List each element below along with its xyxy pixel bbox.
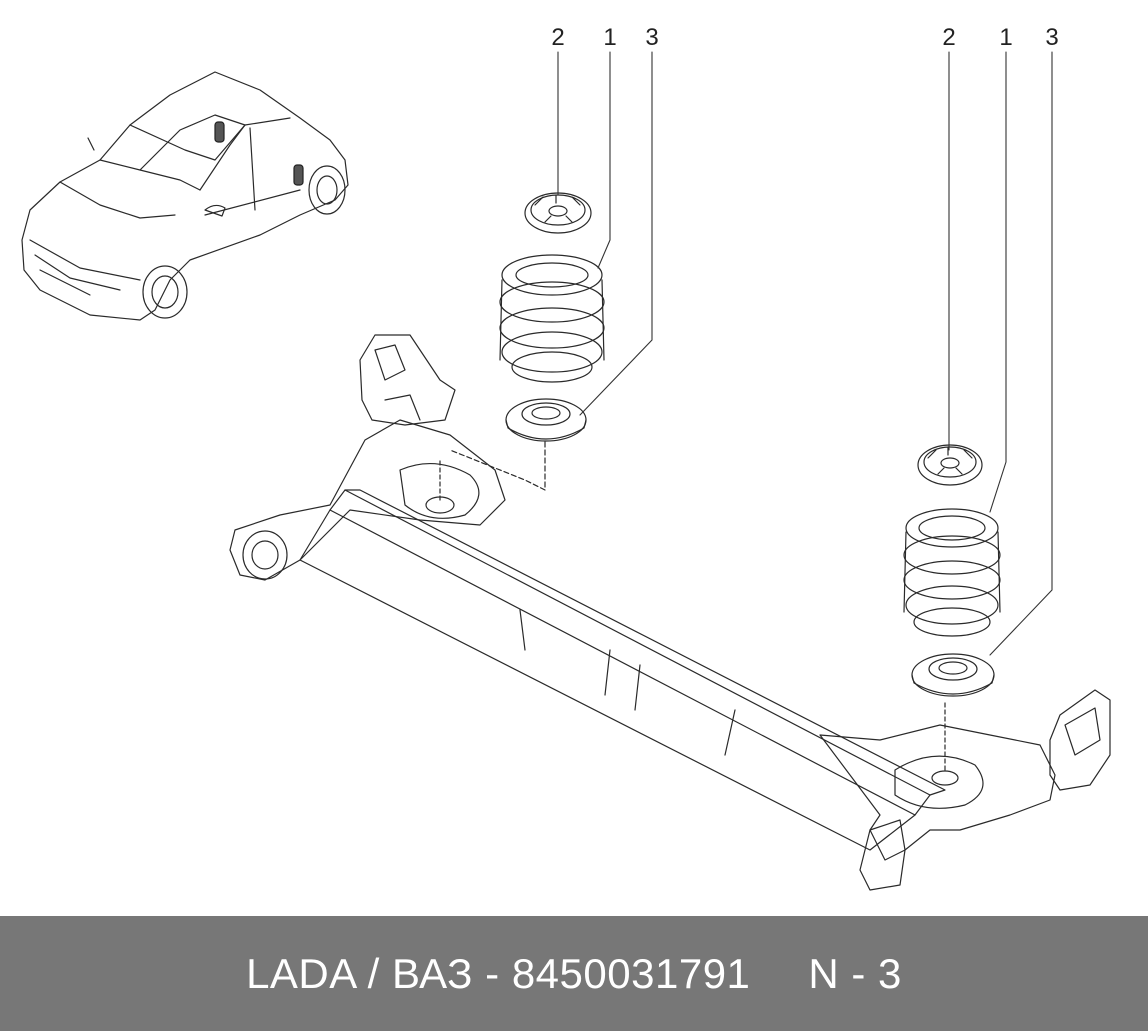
- rear-axle-beam: [229, 334, 1111, 891]
- callout-right-2: 2: [942, 24, 956, 51]
- callout-right-1: 1: [999, 24, 1013, 51]
- part-number-text: LADA / ВАЗ - 8450031791: [246, 949, 751, 997]
- coil-spring-right: [903, 508, 1001, 637]
- upper-insulator-left: [524, 192, 592, 234]
- lower-insulator-right: [911, 653, 995, 697]
- upper-insulator-right: [917, 444, 983, 486]
- callout-right-3: 3: [1045, 24, 1059, 51]
- callout-left-3: 3: [645, 24, 659, 51]
- lower-insulator-left: [505, 398, 587, 442]
- callout-left-2: 2: [551, 24, 565, 51]
- car-illustration: [21, 71, 349, 321]
- spring-set-left: [449, 192, 605, 491]
- coil-spring-left: [499, 254, 605, 383]
- exploded-parts-diagram: 2 1 3 2 1 3: [21, 24, 1111, 891]
- leader-lines: [557, 51, 1053, 656]
- callout-left-1: 1: [603, 24, 617, 51]
- part-number-footer: LADA / ВАЗ - 8450031791 N - 3: [0, 916, 1148, 1031]
- diagram-drawing: [21, 51, 1111, 891]
- spring-set-right: [903, 444, 1001, 697]
- reference-number-text: N - 3: [808, 949, 902, 997]
